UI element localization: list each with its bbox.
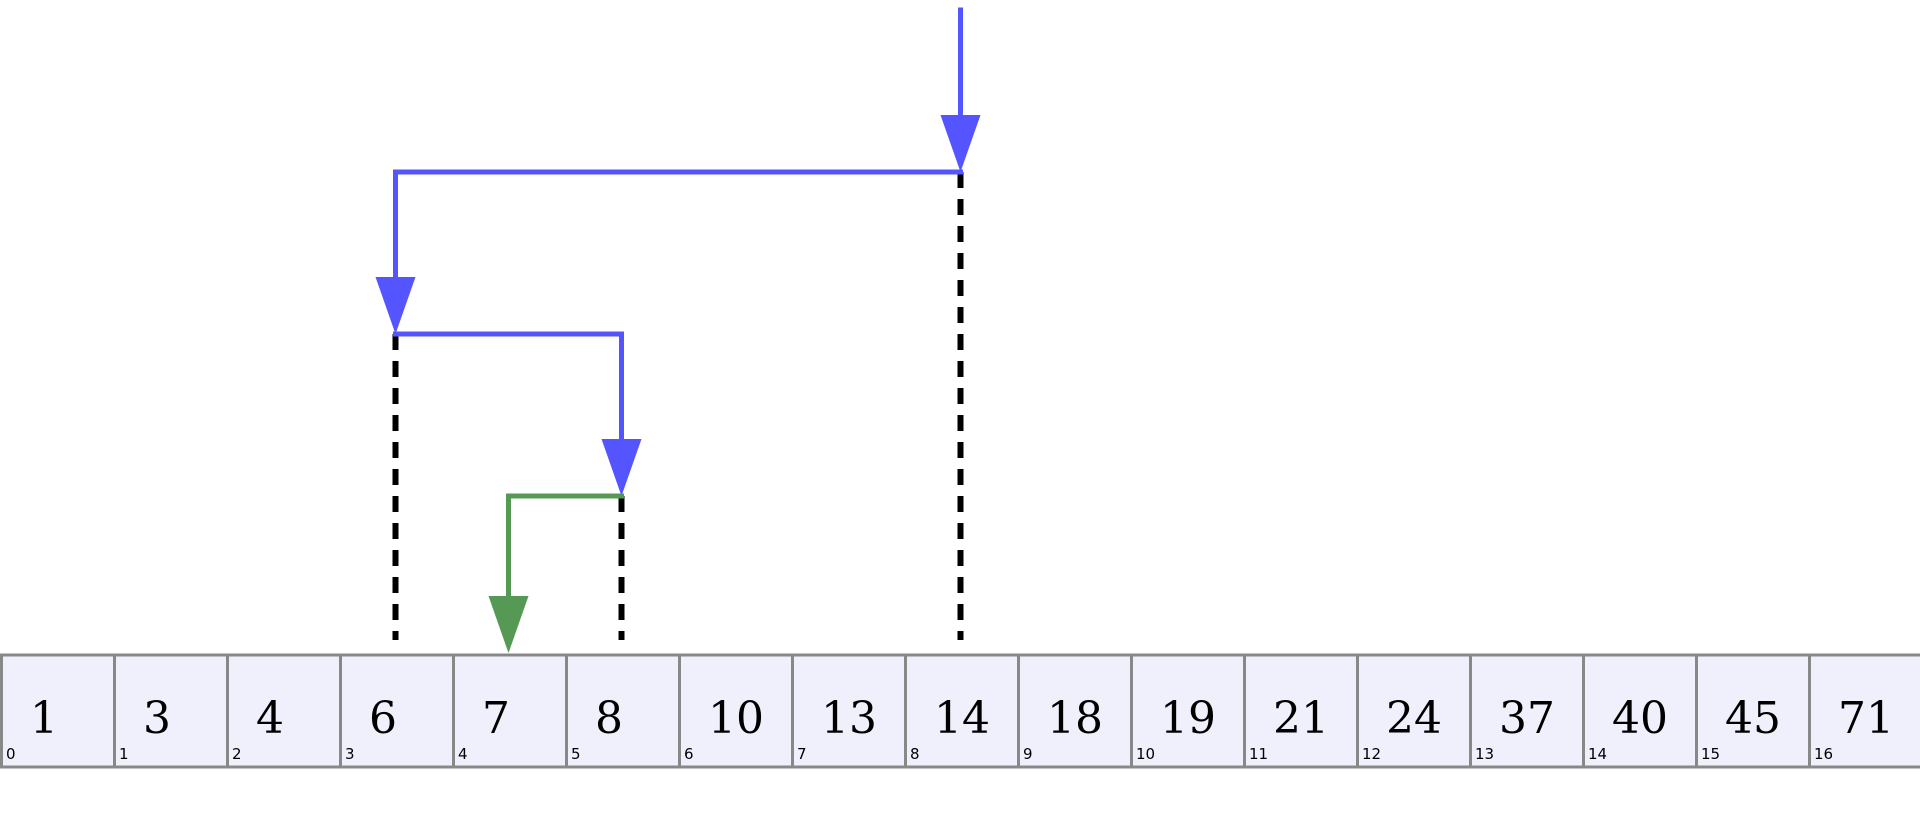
cell-index: 3: [345, 745, 355, 763]
array-cell: 10: [0, 653, 116, 769]
array-cell: 31: [113, 653, 229, 769]
cell-box: [678, 653, 794, 769]
cell-box: [452, 653, 568, 769]
array-cell: 13 7: [791, 653, 907, 769]
cell-value: 6: [369, 693, 397, 744]
cell-box: [791, 653, 907, 769]
cell-box: [0, 653, 116, 769]
arrowhead-icon: [940, 115, 981, 172]
cell-index: 2: [232, 745, 242, 763]
cell-index: 4: [458, 745, 468, 763]
array-cell: 24 12: [1356, 653, 1472, 769]
array-cell: 14 8: [904, 653, 1020, 769]
array-cell: 10 6: [678, 653, 794, 769]
arrowhead-icon: [601, 439, 642, 496]
cell-index: 0: [6, 745, 16, 763]
cell-value: 19: [1160, 693, 1216, 744]
cell-value: 18: [1047, 693, 1103, 744]
cell-index: 12: [1362, 745, 1381, 763]
array-cell: 42: [226, 653, 342, 769]
sorted-array: 1031426374851061371481891910211124123713…: [0, 653, 1920, 769]
probe-lines: [392, 172, 964, 640]
cell-value: 24: [1386, 693, 1442, 744]
cell-index: 16: [1814, 745, 1833, 763]
cell-box: [1808, 653, 1920, 769]
cell-value: 40: [1612, 693, 1668, 744]
array-cell: 40 14: [1582, 653, 1698, 769]
arrowhead-icon: [488, 596, 529, 653]
cell-index: 13: [1475, 745, 1494, 763]
cell-index: 11: [1249, 745, 1268, 763]
cell-box: [1243, 653, 1359, 769]
cell-value: 3: [143, 693, 171, 744]
array-cell: 18 9: [1017, 653, 1133, 769]
cell-value: 7: [482, 693, 510, 744]
cell-value: 71: [1838, 693, 1894, 744]
cell-index: 8: [910, 745, 920, 763]
cell-value: 14: [934, 693, 990, 744]
cell-value: 10: [708, 693, 764, 744]
cell-box: [226, 653, 342, 769]
arrowhead-icon: [375, 277, 416, 334]
cell-index: 9: [1023, 745, 1033, 763]
cell-index: 5: [571, 745, 581, 763]
cell-index: 14: [1588, 745, 1607, 763]
cell-box: [565, 653, 681, 769]
array-cell: 45 15: [1695, 653, 1811, 769]
cell-index: 6: [684, 745, 694, 763]
cell-box: [1356, 653, 1472, 769]
cell-box: [339, 653, 455, 769]
cell-box: [1582, 653, 1698, 769]
array-cell: 74: [452, 653, 568, 769]
array-cell: 21 11: [1243, 653, 1359, 769]
array-cell: 85: [565, 653, 681, 769]
cell-value: 13: [821, 693, 877, 744]
cell-value: 45: [1725, 693, 1781, 744]
cell-box: [113, 653, 229, 769]
cell-index: 1: [119, 745, 129, 763]
cell-value: 4: [256, 693, 284, 744]
array-cell: 63: [339, 653, 455, 769]
cell-index: 10: [1136, 745, 1155, 763]
cell-value: 8: [595, 693, 623, 744]
array-cell: 37 13: [1469, 653, 1585, 769]
cell-value: 21: [1273, 693, 1329, 744]
cell-index: 15: [1701, 745, 1720, 763]
cell-value: 1: [30, 693, 58, 744]
cell-value: 37: [1499, 693, 1555, 744]
cell-index: 7: [797, 745, 807, 763]
search-path: [375, 7, 981, 653]
array-cell: 71 16: [1808, 653, 1920, 769]
cell-box: [1469, 653, 1585, 769]
